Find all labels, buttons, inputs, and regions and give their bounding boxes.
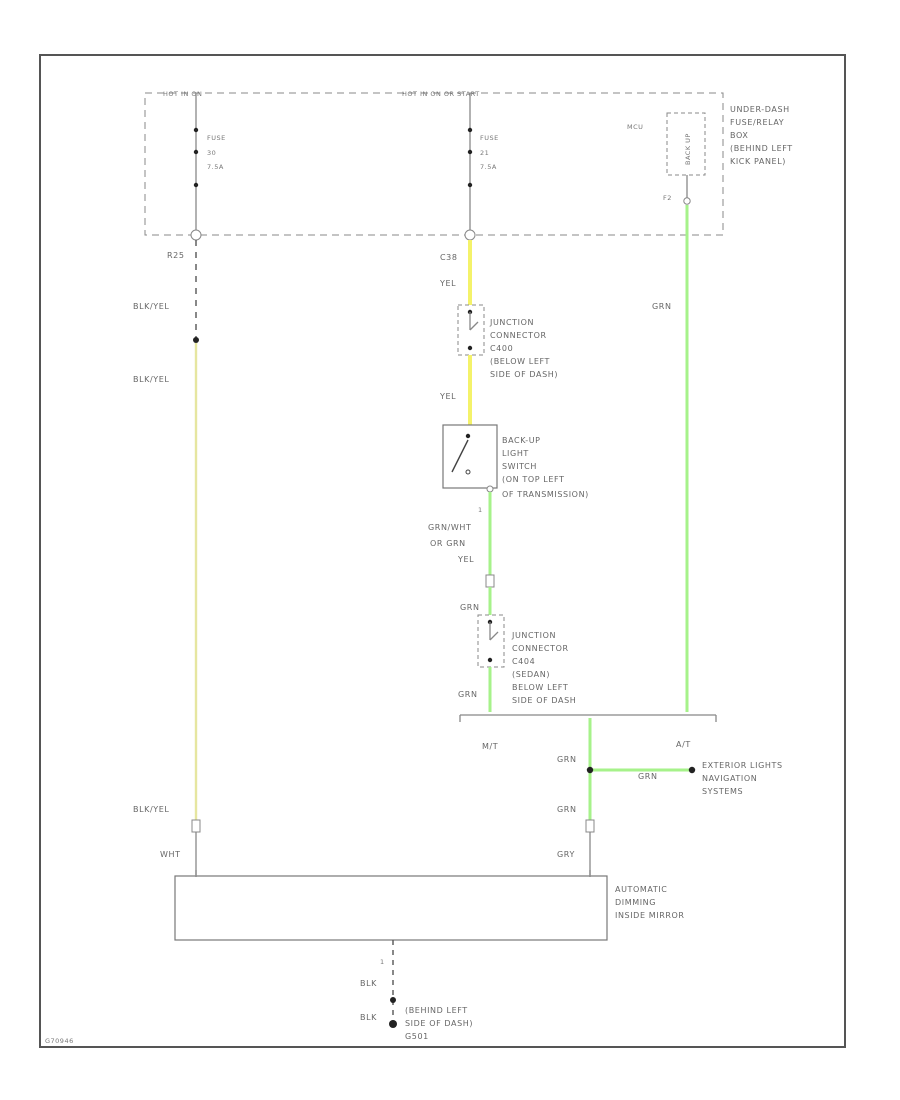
fuse-box-outline xyxy=(144,92,724,236)
svg-text:SIDE OF DASH): SIDE OF DASH) xyxy=(490,370,558,379)
connector-c38: C38 xyxy=(440,253,458,262)
fuse-21-label: FUSE xyxy=(480,134,499,142)
fuse-21-number: 21 xyxy=(480,149,489,157)
switch-pin-1: 1 xyxy=(478,506,483,514)
svg-text:OF TRANSMISSION): OF TRANSMISSION) xyxy=(502,490,589,499)
fuse-21-rating: 7.5A xyxy=(480,163,497,171)
svg-text:SIDE OF DASH): SIDE OF DASH) xyxy=(405,1019,473,1028)
hot-in-on-label: HOT IN ON OR START xyxy=(402,90,480,98)
svg-text:BOX: BOX xyxy=(730,131,748,140)
ground-pin-1: 1 xyxy=(380,958,385,966)
mirror-pin-wht: WHT xyxy=(160,850,181,859)
exterior-lights-terminal xyxy=(688,766,696,774)
fuse-30-rating: 7.5A xyxy=(207,163,224,171)
svg-text:SIDE OF DASH: SIDE OF DASH xyxy=(512,696,576,705)
wire-grn-right: GRN xyxy=(652,302,672,311)
svg-text:LIGHT: LIGHT xyxy=(502,449,529,458)
svg-text:(SEDAN): (SEDAN) xyxy=(512,670,550,679)
svg-text:UNDER-DASH: UNDER-DASH xyxy=(730,105,790,114)
wire-blk-1: BLK xyxy=(360,979,377,988)
fuse-30-label: FUSE xyxy=(207,134,226,142)
svg-text:DIMMING: DIMMING xyxy=(615,898,656,907)
fuse-21: FUSE 21 7.5A xyxy=(467,93,499,230)
wire-blk-2: BLK xyxy=(360,1013,377,1022)
svg-text:SWITCH: SWITCH xyxy=(502,462,537,471)
svg-text:(BELOW LEFT: (BELOW LEFT xyxy=(490,357,550,366)
hot-at-all-times-label: HOT IN ON xyxy=(163,90,202,98)
wire-blk-yel-3: BLK/YEL xyxy=(133,805,170,814)
svg-text:C404: C404 xyxy=(512,657,535,666)
svg-text:BELOW LEFT: BELOW LEFT xyxy=(512,683,568,692)
wire-grn-jc2-top: GRN xyxy=(460,603,480,612)
right-circuit: GRN xyxy=(652,205,689,712)
svg-text:AUTOMATIC: AUTOMATIC xyxy=(615,885,668,894)
svg-text:EXTERIOR LIGHTS: EXTERIOR LIGHTS xyxy=(702,761,783,770)
svg-text:JUNCTION: JUNCTION xyxy=(511,631,556,640)
mirror-pin-gry: GRY xyxy=(557,850,575,859)
footer-code: G70946 xyxy=(45,1037,74,1045)
wire-blk-yel-1: BLK/YEL xyxy=(133,302,170,311)
left-circuit: R25 BLK/YEL BLK/YEL BLK/YEL WHT xyxy=(133,229,202,875)
connector-r25: R25 xyxy=(167,251,185,260)
svg-text:C400: C400 xyxy=(490,344,513,353)
wire-blk-yel-2: BLK/YEL xyxy=(133,375,170,384)
junction-connector-c400 xyxy=(457,304,485,356)
relay-pin-mcu: MCU xyxy=(627,123,643,131)
svg-text:SYSTEMS: SYSTEMS xyxy=(702,787,743,796)
wire-yel-top: YEL xyxy=(439,279,456,288)
svg-text:(ON TOP LEFT: (ON TOP LEFT xyxy=(502,475,565,484)
diagram-frame xyxy=(39,54,846,1048)
svg-text:G501: G501 xyxy=(405,1032,429,1041)
svg-text:GRN/WHT: GRN/WHT xyxy=(428,523,471,532)
svg-text:JUNCTION: JUNCTION xyxy=(489,318,534,327)
fuse-box-description: UNDER-DASH FUSE/RELAY BOX (BEHIND LEFT K… xyxy=(730,105,793,166)
svg-text:(BEHIND LEFT: (BEHIND LEFT xyxy=(730,144,793,153)
backup-light-switch xyxy=(442,424,498,489)
svg-text:(BEHIND LEFT: (BEHIND LEFT xyxy=(405,1006,468,1015)
svg-text:CONNECTOR: CONNECTOR xyxy=(512,644,569,653)
mt-label: M/T xyxy=(482,742,498,751)
fuse-30: FUSE 30 7.5A xyxy=(193,93,226,230)
svg-text:FUSE/RELAY: FUSE/RELAY xyxy=(730,118,784,127)
wire-yel-mid: YEL xyxy=(439,392,456,401)
wire-grn-splice-right: GRN xyxy=(638,772,658,781)
svg-text:OR GRN: OR GRN xyxy=(430,539,466,548)
wire-grn-jc2-bottom: GRN xyxy=(458,690,478,699)
transmission-bracket: M/T A/T xyxy=(459,714,717,751)
splice-point xyxy=(586,766,594,774)
auto-dimming-mirror: AUTOMATIC DIMMING INSIDE MIRROR xyxy=(174,870,685,941)
fuse-30-number: 30 xyxy=(207,149,216,157)
wire-grn-splice-left: GRN xyxy=(557,755,577,764)
svg-text:INSIDE MIRROR: INSIDE MIRROR xyxy=(615,911,685,920)
center-circuit: C38 YEL JUNCTION CONNECTOR C400 (BELOW L… xyxy=(428,229,589,712)
svg-text:YEL: YEL xyxy=(457,555,474,564)
svg-text:NAVIGATION: NAVIGATION xyxy=(702,774,757,783)
relay-pin-f2: F2 xyxy=(663,194,672,202)
relay-label: BACK UP xyxy=(684,133,692,165)
at-label: A/T xyxy=(676,740,691,749)
svg-text:CONNECTOR: CONNECTOR xyxy=(490,331,547,340)
svg-text:BACK-UP: BACK-UP xyxy=(502,436,541,445)
splice-circuit: GRN GRN EXTERIOR LIGHTS NAVIGATION SYSTE… xyxy=(557,718,783,875)
backup-relay: MCU BACK UP F2 xyxy=(627,112,706,205)
ground-icon xyxy=(389,1020,397,1028)
ground-circuit: 1 BLK BLK (BEHIND LEFT SIDE OF DASH) G50… xyxy=(360,940,473,1041)
wire-grn-splice-below: GRN xyxy=(557,805,577,814)
svg-text:KICK PANEL): KICK PANEL) xyxy=(730,157,786,166)
